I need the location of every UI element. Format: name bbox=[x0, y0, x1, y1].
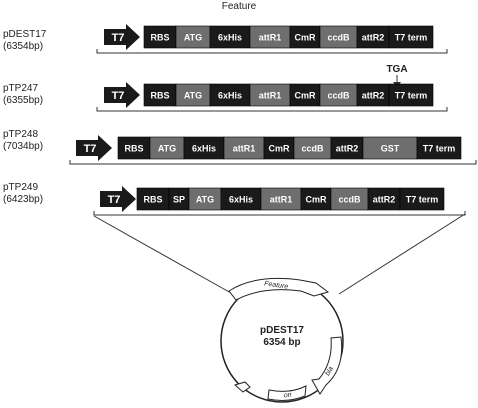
segment-label: RBS bbox=[150, 91, 169, 101]
segment-label: ccdB bbox=[338, 195, 361, 205]
t7-promoter-arrow bbox=[100, 186, 136, 212]
ori-arc-arrow bbox=[267, 385, 307, 401]
segment-label: attR1 bbox=[270, 195, 293, 205]
segment-label: CmR bbox=[294, 91, 316, 101]
segment-label: ATG bbox=[184, 91, 202, 101]
construct-bracket bbox=[96, 49, 448, 54]
segment-label: ccdB bbox=[301, 144, 324, 154]
segment-label: SP bbox=[173, 195, 185, 205]
segment-label: 6xHis bbox=[229, 195, 253, 205]
construct-name-ptp248: pTP248 bbox=[3, 129, 38, 140]
segment-box bbox=[388, 25, 434, 49]
plasmid-marker-arrow bbox=[233, 381, 251, 393]
segment-label: T7 term bbox=[395, 91, 428, 101]
segment-box bbox=[388, 83, 434, 107]
segment-label: attR2 bbox=[362, 91, 385, 101]
construct-name-pdest17: pDEST17 bbox=[3, 29, 47, 40]
segment-label: attR2 bbox=[362, 33, 385, 43]
segment-label: RBS bbox=[124, 144, 143, 154]
segment-label: RBS bbox=[150, 33, 169, 43]
segment-label: ATG bbox=[158, 144, 176, 154]
construct-name-ptp249: pTP249 bbox=[3, 182, 38, 193]
segment-label: ccdB bbox=[327, 91, 350, 101]
segment-label: CmR bbox=[305, 195, 327, 205]
t7-promoter-arrow bbox=[76, 135, 112, 161]
construct-bracket bbox=[96, 107, 448, 112]
construct-size-ptp249: (6423bp) bbox=[3, 194, 43, 205]
construct-name-ptp247: pTP247 bbox=[3, 83, 38, 94]
segment-label: attR1 bbox=[259, 91, 282, 101]
segment-label: ccdB bbox=[327, 33, 350, 43]
segment-label: 6xHis bbox=[218, 91, 242, 101]
t7-promoter-label: T7 bbox=[112, 90, 125, 102]
construct-row-ptp248: T7 RBS ATG 6xHis attR1 CmR ccdB attR2 GST T7 term bbox=[69, 135, 477, 165]
t7-promoter-label: T7 bbox=[84, 143, 97, 155]
feature-arc-arrow bbox=[228, 277, 330, 301]
construct-row-pdest17: T7 RBS ATG 6xHis attR1 CmR ccdB attR2 T7 term bbox=[96, 24, 448, 54]
construct-bracket bbox=[93, 211, 466, 216]
segment-label: CmR bbox=[294, 33, 316, 43]
construct-row-ptp249: T7 RBS SP ATG 6xHis attR1 CmR ccdB attR2 T7 term bbox=[93, 186, 466, 216]
segment-label: T7 term bbox=[423, 144, 456, 154]
feature-top-label: Feature bbox=[222, 1, 257, 12]
segment-label: 6xHis bbox=[218, 33, 242, 43]
projection-line-right bbox=[338, 213, 466, 295]
segment-label: T7 term bbox=[406, 195, 439, 205]
construct-size-pdest17: (6354bp) bbox=[3, 41, 43, 52]
segment-box bbox=[416, 136, 462, 160]
segment-label: CmR bbox=[268, 144, 290, 154]
plasmid-ori-label: ori bbox=[283, 391, 292, 399]
segment-label: attR1 bbox=[233, 144, 256, 154]
t7-promoter-arrow bbox=[104, 24, 140, 50]
projection-line-left bbox=[93, 215, 232, 294]
segment-label: attR1 bbox=[259, 33, 282, 43]
segment-label: attR2 bbox=[336, 144, 359, 154]
tga-annotation: TGA bbox=[386, 64, 407, 75]
segment-label: GST bbox=[381, 144, 400, 154]
plasmid-bla-label: bla bbox=[324, 365, 335, 377]
construct-size-ptp247: (6355bp) bbox=[3, 95, 43, 106]
segment-label: T7 term bbox=[395, 33, 428, 43]
plasmid-name: pDEST17 bbox=[260, 325, 304, 336]
segment-label: 6xHis bbox=[192, 144, 216, 154]
segment-label: ATG bbox=[196, 195, 214, 205]
plasmid-feature-label: Feature bbox=[264, 280, 289, 290]
segment-label: ATG bbox=[184, 33, 202, 43]
construct-bracket bbox=[69, 160, 477, 165]
segment-label: RBS bbox=[143, 195, 162, 205]
segment-label: attR2 bbox=[373, 195, 396, 205]
t7-promoter-label: T7 bbox=[112, 32, 125, 44]
construct-size-ptp248: (7034bp) bbox=[3, 141, 43, 152]
bla-arc-arrow bbox=[311, 336, 343, 395]
construct-row-ptp247: T7 RBS ATG 6xHis attR1 CmR ccdB attR2 T7 term bbox=[96, 82, 448, 112]
t7-promoter-label: T7 bbox=[108, 194, 121, 206]
t7-promoter-arrow bbox=[104, 82, 140, 108]
segment-box bbox=[399, 187, 445, 211]
plasmid-size: 6354 bp bbox=[263, 337, 300, 348]
